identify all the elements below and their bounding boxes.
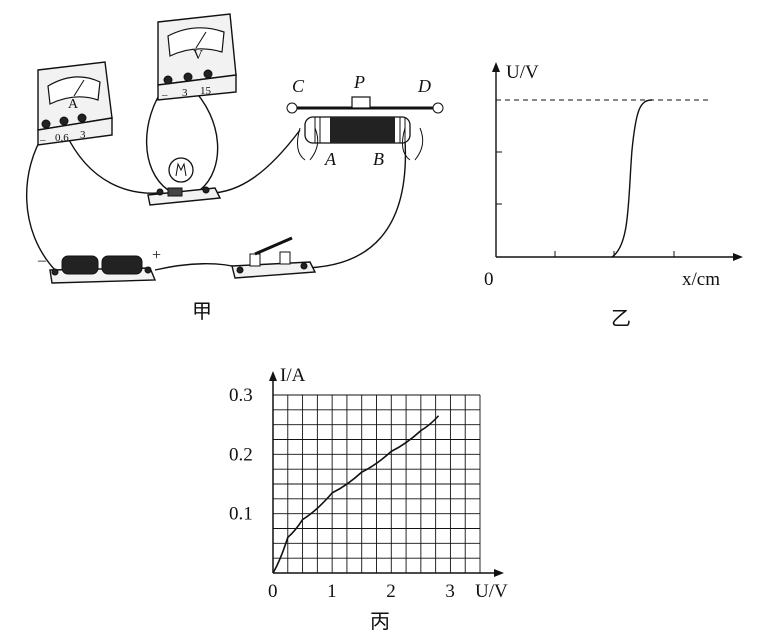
wire-lamp-to-rheostat: [204, 129, 301, 194]
rheostat-label-c: C: [292, 76, 305, 96]
chart-axes: [269, 371, 504, 577]
wire-voltmeter-left: [145, 85, 169, 191]
knife-switch: [231, 236, 317, 279]
ux-origin: 0: [484, 269, 494, 290]
chart-series: [272, 415, 440, 574]
voltmeter-terminal-15: 15: [200, 85, 212, 97]
voltmeter-terminal-neg: –: [161, 89, 168, 101]
y-tick-label: 0.2: [229, 444, 253, 465]
voltmeter-symbol: V: [193, 48, 203, 63]
x-tick-label: 0: [268, 581, 278, 602]
y-tick-label: 0.1: [229, 504, 253, 525]
light-bulb: [147, 157, 222, 206]
wire-rheostat-to-switch: [299, 139, 407, 269]
rheostat-label-b: B: [373, 149, 384, 169]
ammeter: A – 0.6 3: [37, 61, 113, 146]
ammeter-symbol: A: [68, 97, 79, 112]
u-x-graph: U/V x/cm 0 乙: [484, 62, 743, 330]
chart-y-axis-label: I/A: [280, 365, 306, 386]
battery-plus-label: +: [152, 247, 161, 264]
i-u-curve: [272, 415, 440, 574]
y-tick-label: 0.3: [229, 385, 253, 406]
battery-pack: – +: [37, 247, 161, 284]
chart-tick-labels: 0 1 2 3 0.1 0.2 0.3: [229, 385, 455, 602]
voltmeter-terminal-3: 3: [182, 87, 188, 99]
rheostat-label-d: D: [417, 76, 431, 96]
ux-y-label: U/V: [506, 62, 539, 83]
ux-x-label: x/cm: [682, 269, 720, 290]
circuit-caption: 甲: [192, 301, 212, 323]
wire-ammeter-to-battery: [25, 131, 56, 271]
voltmeter: V – 3 15: [157, 13, 237, 101]
x-tick-label: 3: [445, 581, 455, 602]
rheostat-label-p: P: [353, 72, 365, 92]
battery-minus-label: –: [37, 252, 47, 269]
chart-caption: 丙: [370, 611, 390, 633]
y-axis-arrow: [269, 371, 277, 381]
wire-battery-to-switch: [154, 263, 241, 271]
circuit-diagram: A – 0.6 3 V – 3 15: [25, 13, 444, 323]
x-tick-label: 2: [386, 581, 396, 602]
wire-voltmeter-right: [189, 85, 219, 191]
x-tick-label: 1: [327, 581, 337, 602]
ammeter-terminal-06: 0.6: [55, 132, 69, 144]
wire-ammeter-to-lamp: [64, 131, 161, 194]
ux-caption: 乙: [611, 308, 631, 330]
ammeter-terminal-3: 3: [80, 129, 86, 141]
chart-x-axis-label: U/V: [475, 581, 508, 602]
rheostat-label-a: A: [324, 149, 337, 169]
chart-grid: [272, 394, 481, 574]
i-u-chart: 0 1 2 3 0.1 0.2 0.3 I/A U/V 丙: [229, 365, 508, 633]
sliding-rheostat: C P D A B: [286, 72, 444, 169]
x-axis-arrow: [494, 569, 504, 577]
ammeter-terminal-neg: –: [39, 134, 46, 146]
